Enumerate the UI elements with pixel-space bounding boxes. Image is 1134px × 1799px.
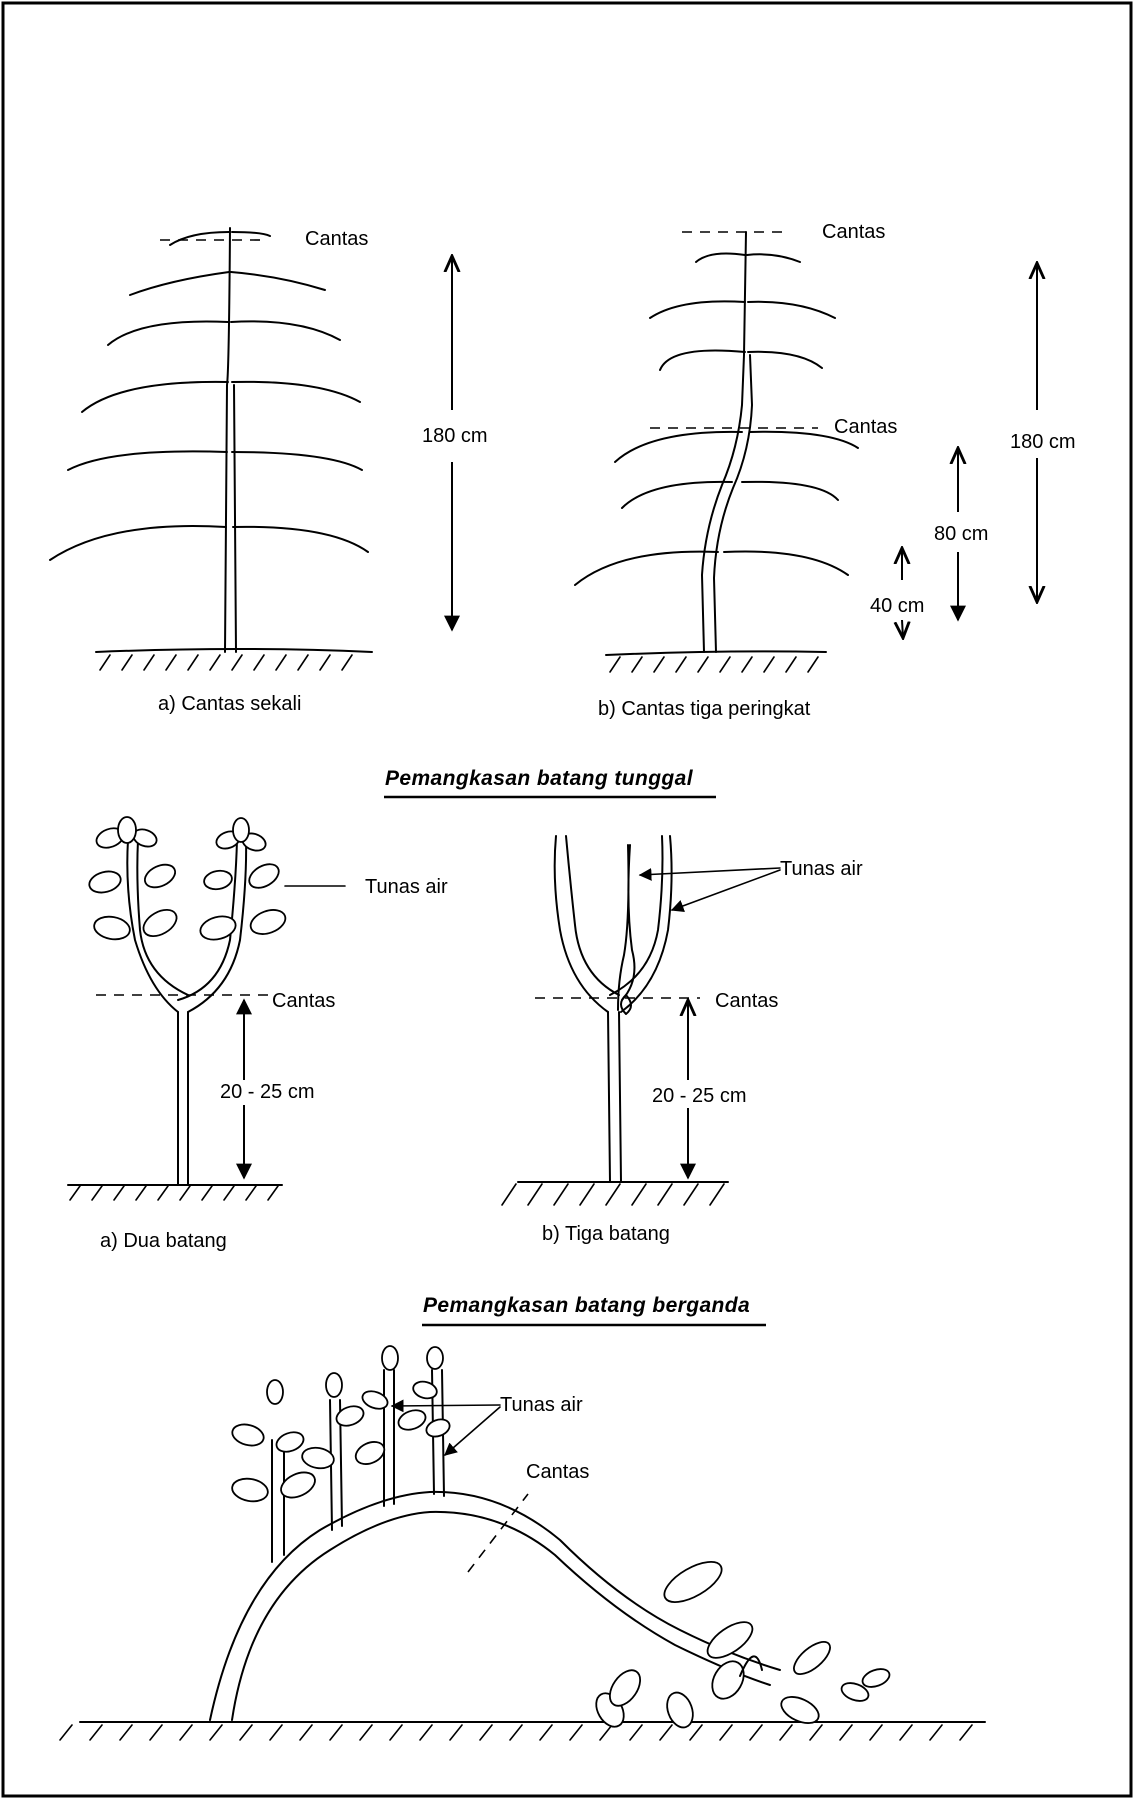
leaf bbox=[139, 904, 181, 941]
leaf bbox=[247, 906, 288, 939]
figure-three-stems: Tunas air Cantas 20 - 25 cm b) Tiga bata… bbox=[502, 836, 863, 1245]
leaf bbox=[702, 1615, 758, 1664]
leaf bbox=[233, 818, 249, 842]
tunas-pointer-1 bbox=[640, 868, 780, 875]
leaf bbox=[245, 859, 283, 892]
height-label: 20 - 25 cm bbox=[652, 1085, 746, 1107]
cut-line bbox=[468, 1494, 528, 1572]
leaf bbox=[230, 1421, 266, 1449]
height-total-label: 180 cm bbox=[1010, 431, 1076, 453]
leaf bbox=[789, 1636, 836, 1680]
outer-shoots bbox=[555, 836, 672, 1012]
shoot-1 bbox=[272, 1440, 284, 1562]
cantas-mid-label: Cantas bbox=[834, 416, 897, 438]
cantas-label: Cantas bbox=[305, 228, 368, 250]
leaf bbox=[658, 1554, 727, 1610]
outer-shoots-inner bbox=[566, 836, 663, 995]
figure-bent-stem: Tunas air Cantas bbox=[60, 1346, 985, 1740]
ground-hatching bbox=[502, 1184, 724, 1205]
title: Pemangkasan batang berganda bbox=[423, 1294, 750, 1317]
main-stem-inner bbox=[232, 1512, 770, 1720]
branch-pair-1 bbox=[696, 254, 800, 262]
caption: b) Tiga batang bbox=[542, 1223, 670, 1245]
branch-pair-1 bbox=[130, 272, 325, 295]
leaf bbox=[411, 1379, 438, 1401]
figure-three-stage-cut: Cantas Cantas 180 cm 80 cm 40 cm b) Cant… bbox=[575, 221, 1076, 720]
ground-hatching bbox=[100, 655, 352, 670]
leaf bbox=[360, 1388, 390, 1412]
leaf bbox=[427, 1347, 443, 1369]
branch-pair-2 bbox=[650, 301, 835, 318]
stem bbox=[225, 228, 230, 652]
tunas-label: Tunas air bbox=[780, 858, 863, 880]
cantas-label: Cantas bbox=[272, 990, 335, 1012]
stem-edge bbox=[714, 355, 752, 652]
leaf bbox=[203, 869, 234, 892]
leaf bbox=[860, 1666, 892, 1691]
cantas-label: Cantas bbox=[526, 1461, 589, 1483]
cantas-top-label: Cantas bbox=[822, 221, 885, 243]
branch-pair-3 bbox=[82, 382, 360, 412]
leaf bbox=[274, 1429, 306, 1455]
tunas-pointer-2 bbox=[445, 1407, 500, 1455]
caption: b) Cantas tiga peringkat bbox=[598, 698, 811, 720]
leaf bbox=[382, 1346, 398, 1370]
stem-edge bbox=[234, 385, 236, 652]
tunas-pointer-2 bbox=[672, 870, 780, 910]
main-stem-outer bbox=[210, 1492, 780, 1720]
stem bbox=[178, 1012, 188, 1185]
shoot-3 bbox=[384, 1370, 394, 1506]
figure-two-stems: Tunas air Cantas 20 - 25 cm a) Dua batan… bbox=[68, 817, 448, 1252]
leaf bbox=[424, 1416, 452, 1439]
stem bbox=[608, 1012, 621, 1182]
height-low-arrow-down bbox=[902, 620, 903, 638]
branch-pair-5 bbox=[50, 526, 368, 560]
ground-hatching bbox=[610, 657, 818, 672]
figure-single-cut: Cantas 180 cm a) Cantas sekali bbox=[50, 228, 488, 715]
leaf bbox=[87, 868, 123, 896]
leaf bbox=[141, 860, 178, 892]
leaf bbox=[334, 1403, 366, 1429]
leaf bbox=[352, 1438, 388, 1469]
title: Pemangkasan batang tunggal bbox=[385, 767, 694, 790]
height-mid-label: 80 cm bbox=[934, 523, 988, 545]
branch-pair-6 bbox=[575, 551, 848, 585]
cantas-label: Cantas bbox=[715, 990, 778, 1012]
ground-hatching bbox=[60, 1725, 972, 1740]
branch-pair-2 bbox=[108, 321, 340, 345]
tunas-label: Tunas air bbox=[365, 876, 448, 898]
top-branches bbox=[170, 232, 270, 245]
branch-pair-4 bbox=[68, 451, 362, 470]
ground-hatching bbox=[70, 1186, 278, 1200]
ground-line bbox=[96, 649, 372, 652]
height-low-label: 40 cm bbox=[870, 595, 924, 617]
page-border bbox=[3, 3, 1131, 1796]
tunas-pointer-1 bbox=[392, 1405, 500, 1406]
leaf bbox=[230, 1476, 269, 1504]
section-title-single: Pemangkasan batang tunggal bbox=[384, 767, 716, 797]
leaf bbox=[326, 1373, 342, 1397]
leaf bbox=[92, 914, 131, 942]
stem bbox=[702, 232, 746, 652]
tunas-label: Tunas air bbox=[500, 1394, 583, 1416]
leaf bbox=[396, 1407, 428, 1433]
leaf bbox=[118, 817, 136, 843]
leaf bbox=[267, 1380, 283, 1404]
height-label: 20 - 25 cm bbox=[220, 1081, 314, 1103]
caption: a) Cantas sekali bbox=[158, 693, 301, 715]
leaf bbox=[663, 1689, 698, 1731]
branch-pair-3 bbox=[660, 350, 822, 370]
caption: a) Dua batang bbox=[100, 1230, 227, 1252]
height-label: 180 cm bbox=[422, 425, 488, 447]
section-title-multi: Pemangkasan batang berganda bbox=[422, 1294, 766, 1325]
